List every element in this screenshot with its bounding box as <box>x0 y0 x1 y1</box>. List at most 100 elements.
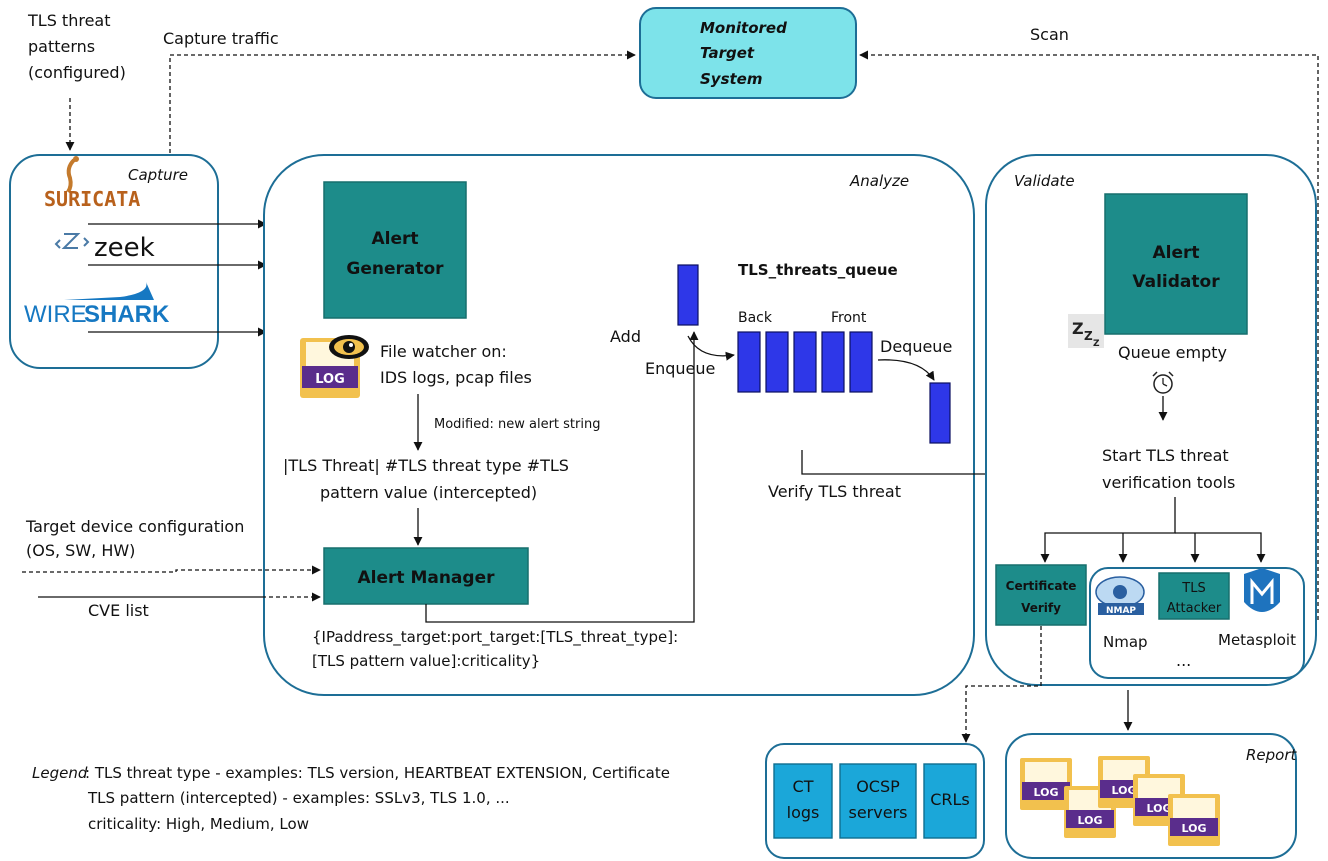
dequeued-item-block <box>929 382 951 444</box>
ocsp-label-1: OCSP <box>856 777 900 796</box>
validate-title: Validate <box>1014 172 1075 190</box>
queue-cells <box>737 331 873 393</box>
start-tools-1: Start TLS threat <box>1102 446 1229 465</box>
threat-line-2: pattern value (intercepted) <box>320 483 537 502</box>
patterns-label-1: TLS threat <box>27 11 111 30</box>
monitored-label-3: System <box>700 70 762 88</box>
target-config-arrow <box>22 565 321 575</box>
tools-ellipsis: ... <box>1176 651 1191 670</box>
cert-label-1: Certificate <box>1006 579 1077 593</box>
report-title: Report <box>1246 746 1298 764</box>
queue-cell <box>737 331 761 393</box>
threat-line-1: |TLS Threat| #TLS threat type #TLS <box>283 456 569 475</box>
front-label: Front <box>831 310 867 326</box>
zeek-logo: zeek <box>54 233 155 263</box>
dequeue-label: Dequeue <box>880 337 952 356</box>
log-badge: LOG <box>1034 786 1059 799</box>
log-badge: LOG <box>315 372 345 387</box>
cve-label: CVE list <box>88 601 149 620</box>
wireshark-logo: WIRE SHARK <box>24 282 170 328</box>
zeek-text: zeek <box>94 233 155 263</box>
capture-panel <box>9 154 219 369</box>
modified-label: Modified: new alert string <box>434 417 600 432</box>
queue-cell <box>849 331 873 393</box>
svg-text:Z: Z <box>1084 329 1093 343</box>
log-file-icon: LOG <box>1168 794 1220 846</box>
add-label: Add <box>610 327 641 346</box>
file-watcher-2: IDS logs, pcap files <box>380 368 532 387</box>
queue-cell <box>765 331 789 393</box>
new-item-block <box>677 264 699 326</box>
target-config-label-1: Target device configuration <box>25 517 244 536</box>
monitored-target-system <box>639 7 857 99</box>
log-file-icon: LOG <box>1064 786 1116 838</box>
svg-text:NMAP: NMAP <box>1106 606 1136 616</box>
queue-empty-label: Queue empty <box>1118 343 1227 362</box>
enqueue-label: Enqueue <box>645 359 715 378</box>
legend-label: Legend <box>32 764 88 782</box>
ct-logs-box <box>773 763 833 839</box>
crls-box <box>923 763 977 839</box>
alert-validator-label-2: Validator <box>1132 272 1220 292</box>
alert-validator-label-1: Alert <box>1152 243 1199 263</box>
monitored-label-1: Monitored <box>700 19 787 37</box>
alert-generator-box <box>323 181 467 319</box>
alert-generator-label-2: Generator <box>346 259 444 279</box>
log-badge: LOG <box>1147 802 1172 815</box>
monitored-label-2: Target <box>700 44 755 62</box>
ct-label-2: logs <box>787 803 820 822</box>
queue-title: TLS_threats_queue <box>738 261 898 279</box>
certificate-verify-box <box>995 564 1087 626</box>
alert-manager-box <box>323 547 529 605</box>
metasploit-icon <box>1244 568 1280 612</box>
target-config-label-2: (OS, SW, HW) <box>26 541 135 560</box>
ocsp-label-2: servers <box>849 803 908 822</box>
capture-title: Capture <box>128 166 188 184</box>
format-line-1: {IPaddress_target:port_target:[TLS_threa… <box>312 628 678 647</box>
alarm-clock-icon <box>1152 371 1174 394</box>
eye-icon <box>329 335 369 359</box>
file-watcher-1: File watcher on: <box>380 342 507 361</box>
log-badge: LOG <box>1112 784 1137 797</box>
back-label: Back <box>738 310 773 326</box>
metasploit-label: Metasploit <box>1218 631 1296 649</box>
to-metasploit-arrow <box>1175 532 1266 563</box>
legend-line-1: : TLS threat type - examples: TLS versio… <box>85 764 670 782</box>
analyze-title: Analyze <box>849 172 909 190</box>
dequeue-arrow <box>877 359 935 381</box>
queue-cell <box>793 331 817 393</box>
tls-attacker-1: TLS <box>1181 581 1205 596</box>
nmap-label: Nmap <box>1103 633 1148 651</box>
to-cert-arrow <box>1040 497 1176 563</box>
verify-label: Verify TLS threat <box>768 482 901 501</box>
tls-attacker-2: Attacker <box>1167 601 1222 616</box>
start-tools-2: verification tools <box>1102 473 1235 492</box>
log-file-icon: LOG <box>1020 758 1072 810</box>
alert-manager-label: Alert Manager <box>358 568 496 588</box>
svg-text:Z: Z <box>1072 319 1084 338</box>
tls-attacker-box <box>1158 572 1230 620</box>
crls-label: CRLs <box>930 790 970 809</box>
cert-to-sources-arrow <box>961 626 1042 743</box>
wireshark-text-a: WIRE <box>24 301 87 328</box>
nmap-eye-icon: NMAP <box>1095 576 1145 616</box>
log-badge: LOG <box>1078 814 1103 827</box>
alert-validator-box <box>1104 193 1248 335</box>
capture-traffic-label: Capture traffic <box>163 29 279 48</box>
queue-cell <box>821 331 845 393</box>
legend-line-2: TLS pattern (intercepted) - examples: SS… <box>87 789 510 807</box>
patterns-label-3: (configured) <box>28 63 126 82</box>
patterns-label-2: patterns <box>28 37 95 56</box>
sleep-icon: Z Z Z <box>1068 314 1104 349</box>
alert-generator-label-1: Alert <box>371 229 418 249</box>
capture-traffic-arrow <box>169 50 636 160</box>
legend-line-3: criticality: High, Medium, Low <box>88 815 309 833</box>
enqueue-arrow <box>687 335 735 361</box>
cert-label-2: Verify <box>1021 601 1061 615</box>
log-badge: LOG <box>1182 822 1207 835</box>
wireshark-text-b: SHARK <box>84 301 170 328</box>
svg-text:Z: Z <box>1093 339 1100 349</box>
ct-label-1: CT <box>793 777 814 796</box>
report-logs: LOG LOG LOG LOG LOG <box>1020 756 1220 846</box>
